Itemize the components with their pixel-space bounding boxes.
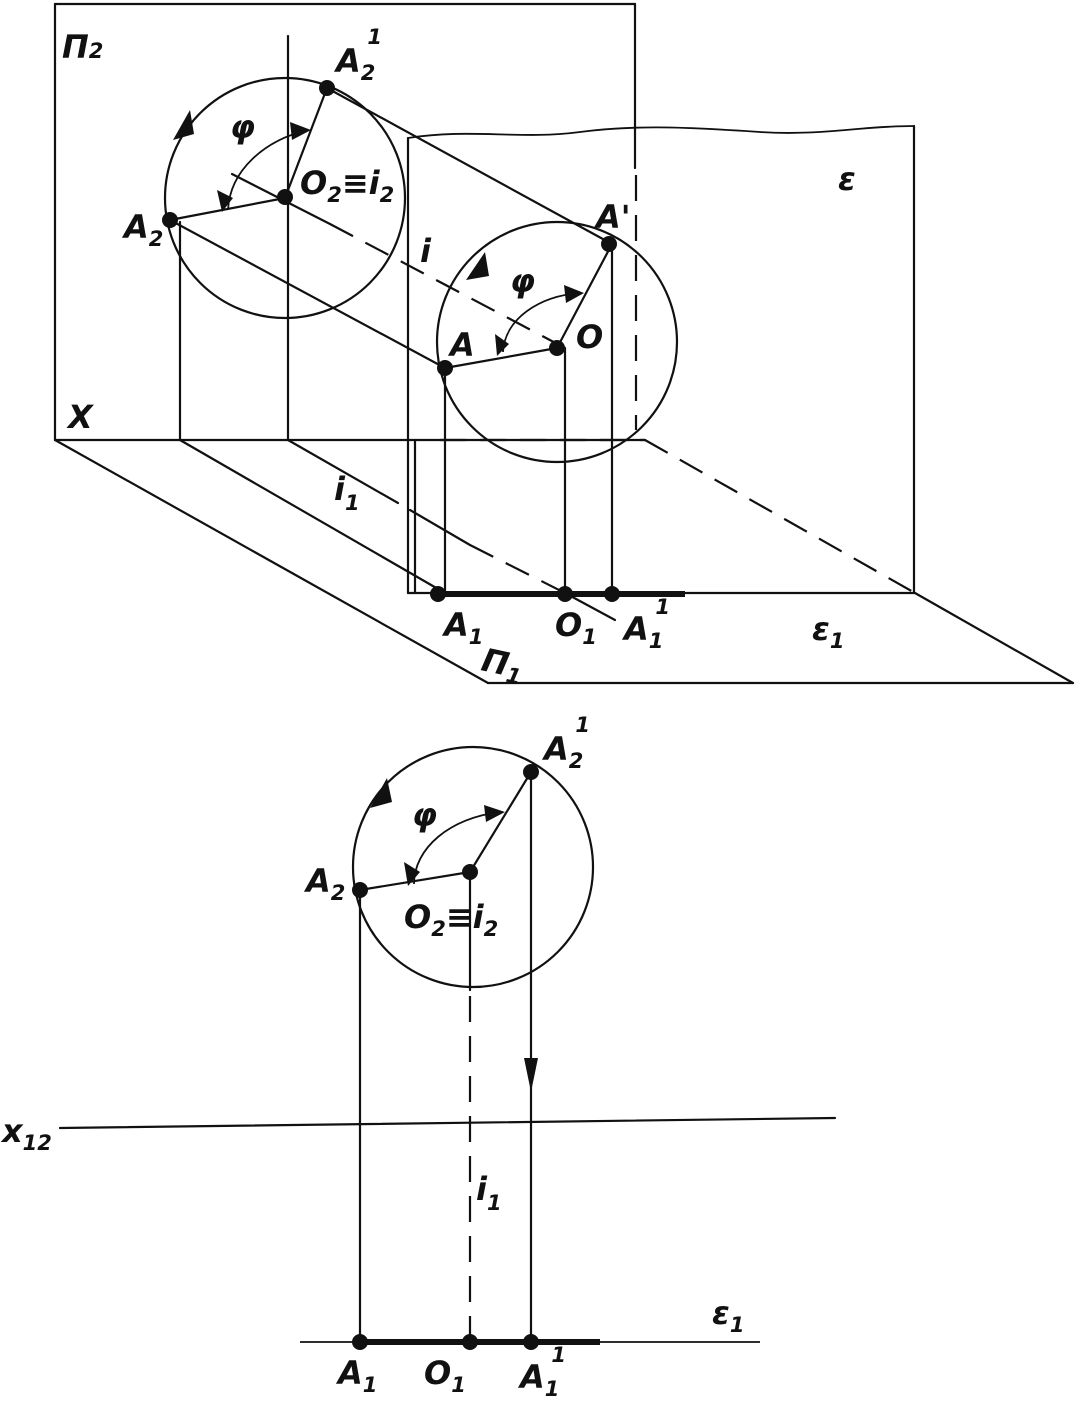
svg-text:П1: П1 — [478, 641, 527, 690]
orthographic-view: φ A2 A21 O2≡i2 x12 i1 ε1 A1 O1 A11 — [0, 713, 837, 1401]
o2-label: O — [300, 164, 327, 202]
point-o1 — [557, 586, 573, 602]
svg-text:i1: i1 — [334, 470, 360, 515]
angle-phi-label: φ — [230, 108, 255, 146]
i1-label: i — [334, 470, 346, 508]
point-a-label: A — [447, 326, 475, 364]
svg-text:O1: O1 — [424, 1354, 466, 1397]
axis-i-label: i — [420, 232, 432, 270]
plane-p2-label: П — [62, 28, 89, 66]
rotation-circle-front — [351, 745, 595, 989]
ortho-projection-lines — [58, 770, 837, 1345]
angle-phi-epsilon-label: φ — [510, 262, 535, 300]
points — [162, 80, 620, 602]
svg-text:i1: i1 — [476, 1170, 502, 1215]
axis-x-label: X — [66, 398, 94, 436]
epsilon1-label: ε — [812, 610, 830, 648]
ortho-points — [352, 764, 539, 1350]
ortho-a1-prime-label: A — [517, 1358, 545, 1396]
axis-i — [168, 86, 614, 370]
ortho-a1-label: A — [335, 1354, 363, 1392]
point-a2-prime — [319, 80, 335, 96]
svg-text:A11: A11 — [517, 1343, 566, 1401]
svg-text:O2≡i2: O2≡i2 — [404, 898, 498, 941]
point-o-label: O — [576, 318, 603, 356]
plane-p2 — [53, 2, 647, 442]
ortho-point-o2 — [462, 864, 478, 880]
ortho-angle-phi-label: φ — [412, 796, 437, 834]
rotation-arrows — [173, 110, 584, 356]
ortho-a2-label: A — [303, 862, 331, 900]
ortho-i1-label: i — [476, 1170, 488, 1208]
ortho-point-a1 — [352, 1334, 368, 1350]
ortho-a2-prime-label: A — [541, 730, 569, 768]
axonometric-view: П2 ε X i φ φ A O A' A2 A21 O2≡i2 i1 A1 O… — [53, 2, 1075, 689]
svg-text:A2: A2 — [121, 208, 163, 251]
ortho-point-a2-prime — [523, 764, 539, 780]
ortho-epsilon1-label: ε — [712, 1294, 730, 1332]
point-a2 — [162, 212, 178, 228]
a1-prime-label: A — [621, 610, 649, 648]
x12-label: x — [0, 1112, 24, 1150]
point-a2-prime-label: A — [333, 42, 361, 80]
svg-text:O2≡i2: O2≡i2 — [300, 164, 394, 207]
plane-epsilon-label: ε — [838, 160, 856, 198]
point-a2-label: A — [121, 208, 149, 246]
ortho-point-o1 — [462, 1334, 478, 1350]
point-a1-prime — [604, 586, 620, 602]
svg-text:A2: A2 — [303, 862, 345, 905]
svg-text:A1: A1 — [335, 1354, 377, 1397]
point-a-prime — [601, 236, 617, 252]
svg-text:ε1: ε1 — [812, 610, 844, 653]
svg-text:П2: П2 — [62, 28, 103, 66]
svg-text:A21: A21 — [333, 25, 382, 85]
svg-text:A11: A11 — [621, 595, 670, 653]
point-a — [437, 360, 453, 376]
ortho-point-a2 — [352, 882, 368, 898]
ortho-o2-label: O — [404, 898, 431, 936]
svg-text:A21: A21 — [541, 713, 590, 773]
svg-text:x12: x12 — [0, 1112, 52, 1155]
ortho-radii — [358, 770, 533, 892]
point-o — [549, 340, 565, 356]
svg-text:A1: A1 — [441, 606, 483, 649]
o1-label: O — [555, 606, 582, 644]
point-a1 — [430, 586, 446, 602]
plane-p1 — [53, 438, 1075, 685]
ortho-o1-label: O — [424, 1354, 451, 1392]
svg-text:ε1: ε1 — [712, 1294, 744, 1337]
projection-lines — [178, 34, 916, 622]
a1-label: A — [441, 606, 469, 644]
point-a-prime-label: A' — [593, 198, 631, 236]
rotation-circle-epsilon — [435, 220, 679, 464]
point-o2 — [277, 189, 293, 205]
ortho-point-a1-prime — [523, 1334, 539, 1350]
svg-text:O1: O1 — [555, 606, 597, 649]
ortho-labels: φ A2 A21 O2≡i2 x12 i1 ε1 A1 O1 A11 — [0, 713, 744, 1401]
axonometric-labels: П2 ε X i φ φ A O A' A2 A21 O2≡i2 i1 A1 O… — [62, 25, 856, 689]
